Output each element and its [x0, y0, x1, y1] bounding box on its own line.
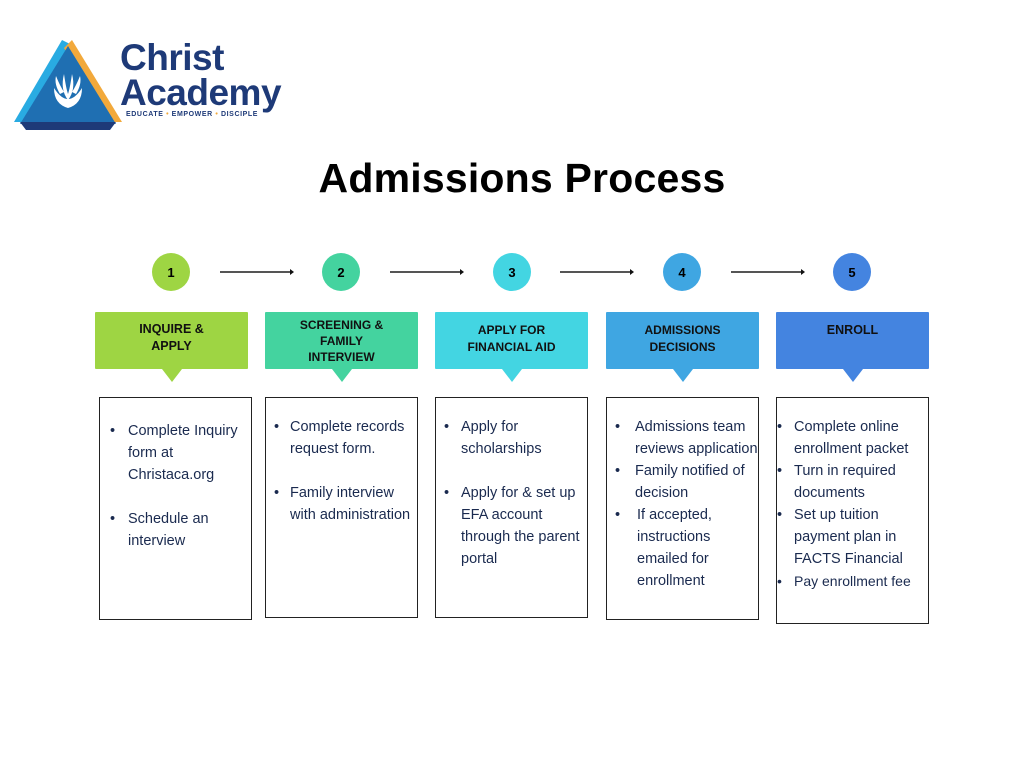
list-item: Family notified of decision: [607, 460, 758, 504]
step-3-circle: 3: [493, 253, 531, 291]
step-3-header: APPLY FOR FINANCIAL AID: [435, 312, 588, 382]
step-4-details: Admissions team reviews application Fami…: [606, 397, 759, 620]
step-number: 4: [678, 264, 686, 280]
list-item: Apply for & set up EFA account through t…: [436, 482, 583, 570]
list-item: Complete online enrollment packet: [777, 416, 928, 460]
step-1-list: Complete Inquiry form at Christaca.org S…: [100, 420, 247, 552]
step-4-circle: 4: [663, 253, 701, 291]
step-4-header: ADMISSIONS DECISIONS: [606, 312, 759, 382]
right-arrow-icon: [390, 269, 464, 275]
step-2-header: SCREENING & FAMILY INTERVIEW: [265, 312, 418, 382]
step-number: 5: [848, 264, 856, 280]
logo-tagline: EDUCATE • EMPOWER • DISCIPLE: [126, 111, 259, 118]
list-item: Turn in required documents: [777, 460, 928, 504]
step-3-details: Apply for scholarships Apply for & set u…: [435, 397, 588, 618]
page-title: Admissions Process: [318, 155, 726, 201]
list-item: Admissions team reviews application: [607, 416, 758, 460]
step-2-circle: 2: [322, 253, 360, 291]
step-1-circle: 1: [152, 253, 190, 291]
logo-name-line1: Christ: [120, 37, 224, 78]
step-header-label: INQUIRE & APPLY: [139, 322, 204, 353]
list-item: Complete Inquiry form at Christaca.org: [100, 420, 247, 486]
step-1-header: INQUIRE & APPLY: [95, 312, 248, 382]
step-header-label: ADMISSIONS DECISIONS: [644, 323, 721, 354]
step-header-label: SCREENING & FAMILY INTERVIEW: [299, 318, 384, 364]
step-number: 1: [167, 264, 175, 280]
list-item: Apply for scholarships: [436, 416, 583, 460]
list-item: Family interview with administration: [266, 482, 417, 526]
step-number: 2: [337, 264, 345, 280]
logo-name: Christ Academy: [120, 37, 282, 113]
list-item: If accepted, instructions emailed for en…: [607, 504, 758, 592]
logo-name-line2: Academy: [120, 72, 282, 113]
step-3-list: Apply for scholarships Apply for & set u…: [436, 416, 583, 570]
right-arrow-icon: [731, 269, 805, 275]
step-header-label: APPLY FOR FINANCIAL AID: [467, 323, 556, 354]
step-header-label: ENROLL: [826, 323, 879, 337]
step-2-list: Complete records request form. Family in…: [266, 416, 417, 526]
step-1-details: Complete Inquiry form at Christaca.org S…: [99, 397, 252, 620]
christ-academy-logo: Christ Academy EDUCATE • EMPOWER • DISCI…: [14, 38, 294, 130]
logo-triangle-icon: [14, 40, 122, 130]
list-item: Complete records request form.: [266, 416, 417, 460]
step-5-details: Complete online enrollment packet Turn i…: [776, 397, 929, 624]
step-5-header: ENROLL: [776, 312, 929, 382]
right-arrow-icon: [220, 269, 294, 275]
step-2-details: Complete records request form. Family in…: [265, 397, 418, 618]
list-item: Set up tuition payment plan in FACTS Fin…: [777, 504, 928, 570]
step-number: 3: [508, 264, 516, 280]
step-5-list: Complete online enrollment packet Turn i…: [777, 416, 928, 592]
step-5-circle: 5: [833, 253, 871, 291]
list-item: Pay enrollment fee: [777, 570, 928, 592]
step-4-list: Admissions team reviews application Fami…: [607, 416, 758, 592]
list-item: Schedule an interview: [100, 508, 247, 552]
right-arrow-icon: [560, 269, 634, 275]
